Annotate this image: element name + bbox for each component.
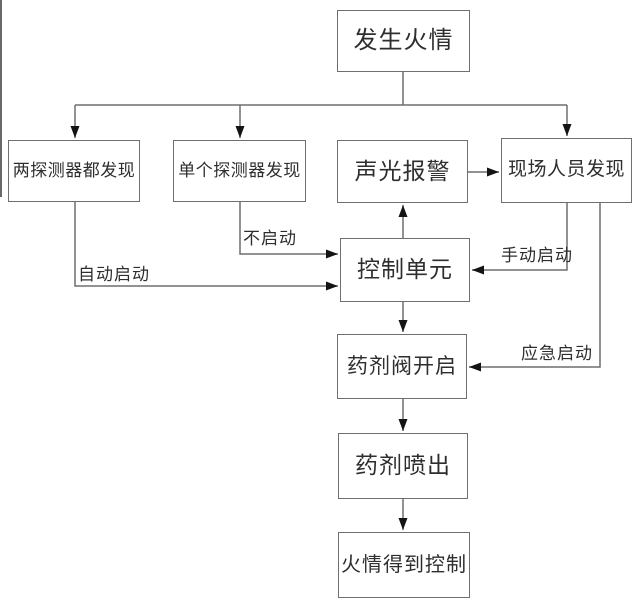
node-fire-controlled-label: 火情得到控制 bbox=[341, 554, 467, 576]
edge-label-manual-start: 手动启动 bbox=[501, 246, 573, 265]
node-agent-spray-label: 药剂喷出 bbox=[355, 452, 451, 479]
node-valve-open: 药剂阀开启 bbox=[337, 334, 467, 399]
node-single-detector: 单个探测器发现 bbox=[173, 140, 306, 202]
edge-both-detectors-to-control bbox=[74, 202, 338, 291]
node-alarm: 声光报警 bbox=[337, 140, 468, 203]
node-control-unit: 控制单元 bbox=[340, 238, 470, 302]
node-fire-occurs: 发生火情 bbox=[337, 10, 470, 72]
edge-label-emergency-start: 应急启动 bbox=[521, 344, 593, 363]
node-alarm-label: 声光报警 bbox=[354, 157, 451, 184]
edge-single-detector-to-control bbox=[239, 202, 338, 259]
edge-label-no-start: 不启动 bbox=[243, 229, 297, 248]
node-fire-occurs-label: 发生火情 bbox=[353, 26, 454, 54]
node-single-detector-label: 单个探测器发现 bbox=[178, 160, 301, 180]
node-agent-spray: 药剂喷出 bbox=[338, 433, 468, 499]
node-both-detectors: 两探测器都发现 bbox=[8, 140, 140, 202]
left-edge-scan-artifact bbox=[0, 0, 2, 197]
node-personnel: 现场人员发现 bbox=[501, 138, 632, 203]
node-personnel-label: 现场人员发现 bbox=[507, 159, 625, 181]
node-control-unit-label: 控制单元 bbox=[357, 256, 453, 283]
node-both-detectors-label: 两探测器都发现 bbox=[12, 160, 136, 180]
edge-personnel-to-valve bbox=[469, 203, 601, 372]
node-valve-open-label: 药剂阀开启 bbox=[347, 354, 457, 378]
edge-personnel-to-control bbox=[472, 203, 568, 275]
node-fire-controlled: 火情得到控制 bbox=[338, 532, 470, 598]
edge-label-auto-start: 自动启动 bbox=[78, 265, 150, 284]
